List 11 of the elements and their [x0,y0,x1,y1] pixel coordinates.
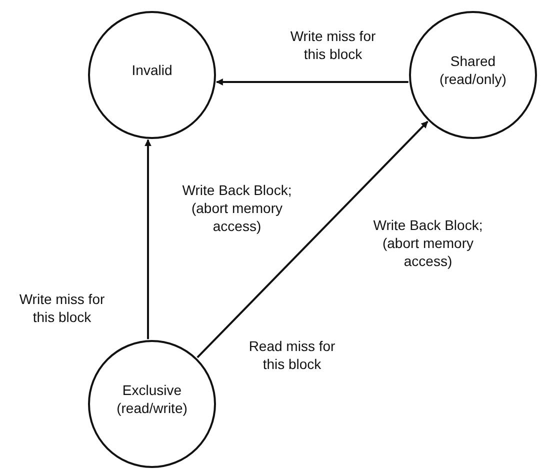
transition-label: Write miss for this block [18,290,106,326]
transition-arrow [196,120,428,358]
transition-arrow [216,78,408,86]
transition-arrow [144,139,152,340]
state-name: Exclusive (read/write) [116,381,188,417]
state-name: Invalid [130,61,174,79]
state-name: Shared (read/only) [438,52,508,88]
transition-label: Write Back Block; (abort memory access) [181,181,293,235]
transition-label: Read miss for this block [248,337,336,373]
transition-label: Write miss for this block [289,27,377,63]
transition-label: Write Back Block; (abort memory access) [372,216,484,270]
